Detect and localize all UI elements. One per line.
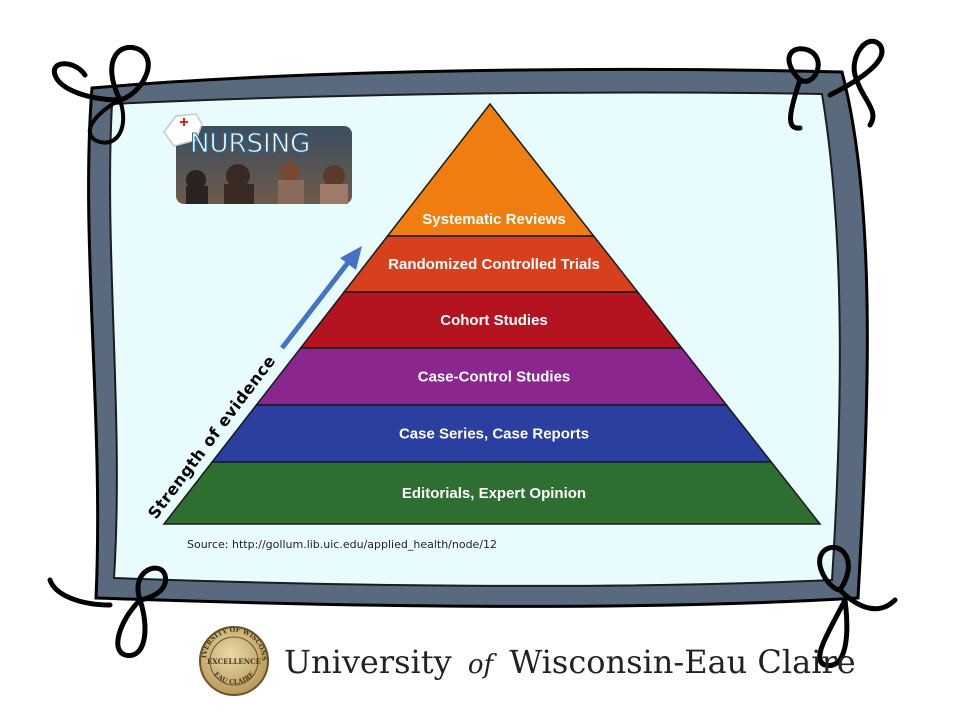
nurse-cap-cross-icon [180, 118, 188, 126]
seal-middle-text: EXCELLENCE [207, 657, 261, 666]
pyramid-tier-label-6: Editorials, Expert Opinion [402, 485, 586, 502]
frame-curl-top-right [786, 38, 885, 131]
pyramid-tier-6 [162, 461, 822, 525]
frame-curl-bottom-right [817, 544, 898, 668]
university-wordmark-part1: University [284, 643, 452, 681]
pyramid-tier-label-5: Case Series, Case Reports [399, 426, 589, 443]
nursing-title: NURSING [190, 129, 310, 159]
university-wordmark-part2: Wisconsin-Eau Claire [509, 643, 855, 681]
nurse-cap-icon [163, 113, 203, 147]
source-citation: Source: http://gollum.lib.uic.edu/applie… [187, 538, 497, 551]
nursing-photo [176, 126, 352, 204]
frame-curl-bottom-left [47, 565, 168, 658]
nursing-photo-crowd [186, 162, 348, 204]
pyramid-tier-label-3: Cohort Studies [440, 312, 548, 329]
frame-curl-top-left [51, 45, 151, 145]
nursing-badge: NURSING [163, 113, 352, 204]
pyramid-tier-label-1: Systematic Reviews [422, 211, 565, 228]
strength-arrow-shaft [280, 258, 352, 350]
strength-arrow [280, 246, 362, 350]
pyramid-tier-label-2: Randomized Controlled Trials [388, 256, 600, 273]
strength-arrow-head-icon [340, 246, 362, 270]
university-wordmark: University of Wisconsin-Eau Claire [284, 643, 856, 681]
pyramid-tier-label-4: Case-Control Studies [418, 369, 571, 386]
university-wordmark-of: of [468, 650, 498, 680]
